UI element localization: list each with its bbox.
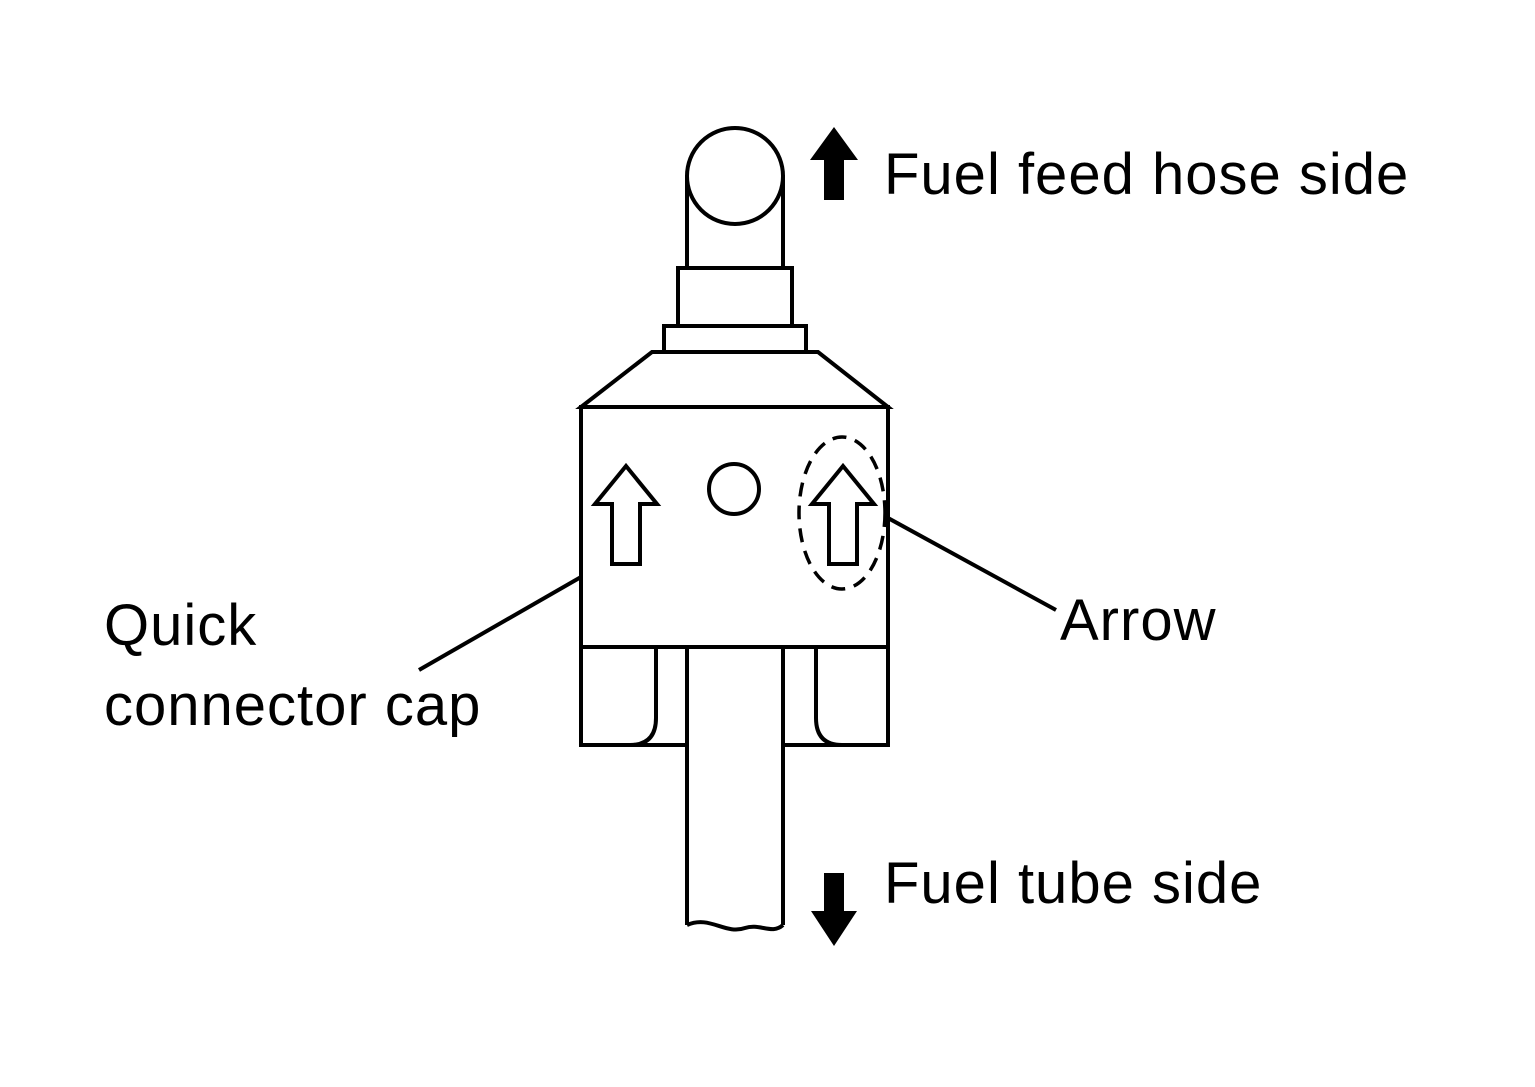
arrow-highlight-ellipse <box>797 435 887 591</box>
fuel-feed-hose-side-label: Fuel feed hose side <box>884 142 1410 207</box>
connector-skirt <box>579 647 890 747</box>
hose-collar <box>676 266 794 328</box>
quick-connector-cap-label-line1: Quick <box>104 593 258 658</box>
arrow-leader-line <box>887 516 1057 612</box>
arrow-label: Arrow <box>1060 588 1217 653</box>
connector-collar <box>662 324 808 354</box>
down-direction-arrow <box>811 873 857 946</box>
quick-connector-body <box>579 405 890 649</box>
cap-leader-line <box>418 575 582 672</box>
body-arrow-right <box>807 462 879 566</box>
quick-connector-cap-label-line2: connector cap <box>104 673 482 738</box>
body-arrow-left <box>590 462 662 566</box>
fuel-tube-side-label: Fuel tube side <box>884 851 1263 916</box>
fuel-feed-hose <box>685 126 785 268</box>
fuel-tube <box>685 647 785 932</box>
connector-chamfer <box>575 350 894 409</box>
connector-hole <box>707 462 761 516</box>
up-direction-arrow <box>810 127 858 200</box>
